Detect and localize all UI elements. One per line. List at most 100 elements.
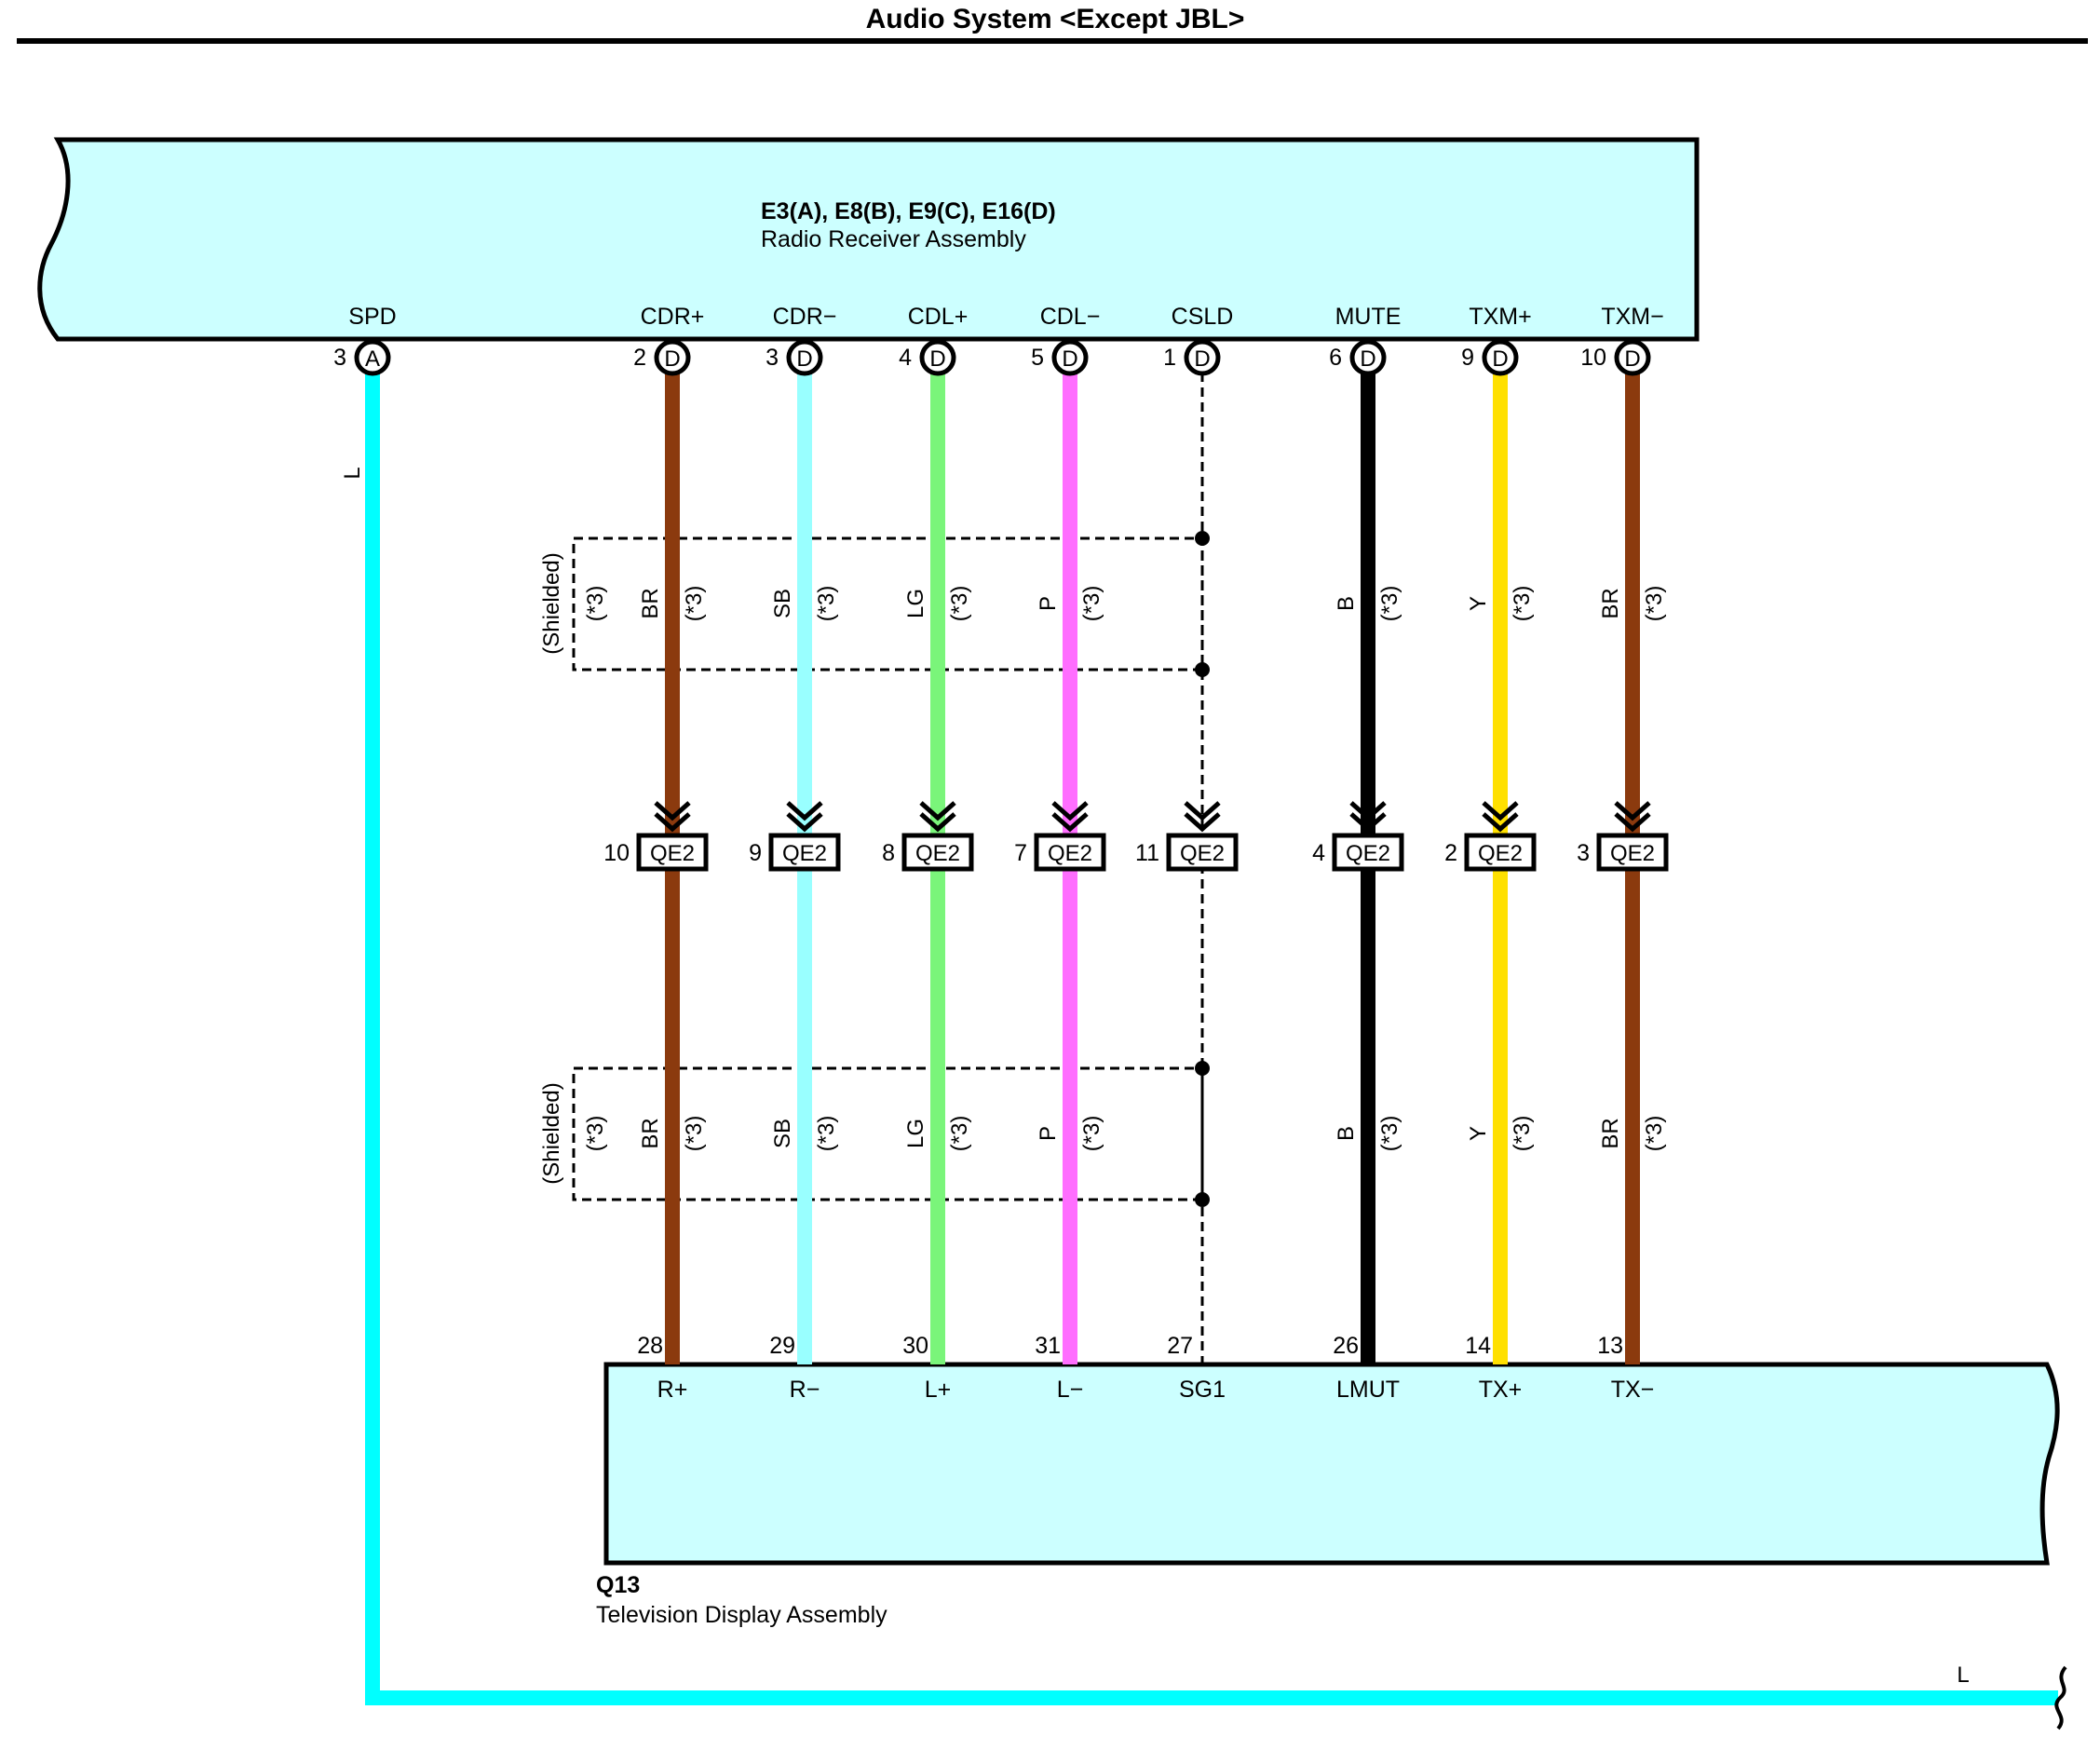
wire-color-label-upper: B <box>1334 596 1359 611</box>
shielded-label-lower: (Shielded) <box>539 1082 564 1184</box>
wire-color-label-lower: P <box>1036 1126 1061 1141</box>
wire-note-label-lower: (*3) <box>1079 1116 1104 1152</box>
receiver-pin-label: 1 <box>1163 345 1176 371</box>
junction-pin-label: 9 <box>749 840 762 866</box>
connector-letter: D <box>1062 346 1077 372</box>
wire-note-label-upper: (*3) <box>682 586 707 622</box>
display-pin-label: 26 <box>1333 1333 1359 1359</box>
wire-color-label-lower: LG <box>903 1119 928 1148</box>
wire-note-label-upper: (*3) <box>1079 586 1104 622</box>
junction-pin-label: 3 <box>1577 840 1590 866</box>
junction-box <box>1464 833 1537 872</box>
junction-label: QE2 <box>1478 841 1523 866</box>
junction-arrow-icon <box>786 812 823 833</box>
receiver-signal-label: TXM− <box>1601 304 1663 330</box>
wire-color-label-upper: P <box>1036 596 1061 611</box>
wire-color-label-lower: Y <box>1466 1126 1491 1141</box>
connector-letter: D <box>1624 346 1640 372</box>
junction-arrow-icon <box>1614 801 1651 821</box>
connector-circle <box>654 339 691 376</box>
receiver-signal-label: CDR+ <box>641 304 705 330</box>
connector-circle <box>1184 339 1221 376</box>
display-signal-label: SG1 <box>1179 1377 1226 1403</box>
spd-connector-circle <box>354 339 391 376</box>
wire-color-label-lower: SB <box>770 1119 795 1148</box>
spd-wire-color-label-end: L <box>1957 1662 1969 1688</box>
connector-letter: D <box>1492 346 1508 372</box>
receiver-name: Radio Receiver Assembly <box>761 226 1026 252</box>
junction-label: QE2 <box>1180 841 1225 866</box>
receiver-connectors: E3(A), E8(B), E9(C), E16(D) <box>761 198 1056 224</box>
spd-signal-label: SPD <box>348 304 396 330</box>
wire-note-label-lower: (*3) <box>1377 1116 1402 1152</box>
junction-pin-label: 8 <box>882 840 895 866</box>
shield-junction-dot <box>1195 662 1210 677</box>
junction-label: QE2 <box>650 841 695 866</box>
spd-pin-label: 3 <box>333 345 346 371</box>
junction-arrow-icon <box>1184 812 1221 833</box>
display-connector: Q13 <box>596 1572 640 1598</box>
display-pin-label: 13 <box>1597 1333 1623 1359</box>
connector-circle <box>1349 339 1387 376</box>
junction-pin-label: 4 <box>1312 840 1325 866</box>
junction-pin-label: 7 <box>1014 840 1027 866</box>
display-signal-label: TX+ <box>1479 1377 1523 1403</box>
receiver-signal-label: MUTE <box>1335 304 1402 330</box>
display-signal-label: L+ <box>925 1377 952 1403</box>
spd-wire-color-label: L <box>340 467 365 479</box>
display-pin-label: 31 <box>1035 1333 1061 1359</box>
display-pin-label: 29 <box>769 1333 795 1359</box>
connector-circle <box>1051 339 1089 376</box>
display-pin-label: 27 <box>1167 1333 1193 1359</box>
wire-color-label-upper: BR <box>638 588 663 618</box>
junction-box <box>1596 833 1669 872</box>
spd-connector-letter: A <box>365 346 380 372</box>
junction-box <box>1332 833 1404 872</box>
display-pin-label: 28 <box>637 1333 663 1359</box>
receiver-signal-label: CSLD <box>1172 304 1234 330</box>
wire-break-mark <box>2054 1665 2067 1730</box>
spd-wire <box>365 358 2058 1705</box>
junction-arrow-icon <box>919 801 956 821</box>
junction-box <box>901 833 974 872</box>
junction-box <box>768 833 841 872</box>
connector-letter: D <box>1360 346 1375 372</box>
connector-circle <box>786 339 823 376</box>
receiver-pin-label: 9 <box>1461 345 1474 371</box>
junction-arrow-icon <box>1349 801 1387 821</box>
connector-circle <box>919 339 956 376</box>
junction-box <box>1034 833 1106 872</box>
receiver-signal-label: CDL− <box>1040 304 1101 330</box>
display-signal-label: LMUT <box>1336 1377 1400 1403</box>
junction-arrow-icon <box>1482 801 1519 821</box>
connector-circle <box>1614 339 1651 376</box>
wire-note-label-upper: (*3) <box>1510 586 1535 622</box>
junction-pin-label: 11 <box>1135 840 1159 866</box>
junction-arrow-icon <box>1051 812 1089 833</box>
shield-note-lower: (*3) <box>583 1116 608 1152</box>
connector-circle <box>1482 339 1519 376</box>
display-box <box>603 1362 2060 1566</box>
wire-note-label-lower: (*3) <box>1642 1116 1667 1152</box>
display-pin-label: 14 <box>1465 1333 1491 1359</box>
junction-arrow-icon <box>786 801 823 821</box>
receiver-signal-label: CDR− <box>773 304 837 330</box>
junction-pin-label: 10 <box>603 840 630 866</box>
receiver-pin-label: 3 <box>765 345 779 371</box>
junction-arrow-icon <box>1349 812 1387 833</box>
junction-arrow-icon <box>1184 801 1221 821</box>
display-signal-label: R− <box>790 1377 820 1403</box>
receiver-pin-label: 5 <box>1031 345 1044 371</box>
junction-label: QE2 <box>915 841 960 866</box>
receiver-signal-label: CDL+ <box>908 304 969 330</box>
wire-note-label-upper: (*3) <box>814 586 839 622</box>
junction-arrow-icon <box>654 812 691 833</box>
junction-label: QE2 <box>1346 841 1390 866</box>
wire-note-label-lower: (*3) <box>1510 1116 1535 1152</box>
receiver-pin-label: 2 <box>633 345 646 371</box>
receiver-box <box>37 137 1700 342</box>
wire-color-label-upper: SB <box>770 589 795 618</box>
display-name: Television Display Assembly <box>596 1602 887 1628</box>
receiver-signal-label: TXM+ <box>1469 304 1531 330</box>
